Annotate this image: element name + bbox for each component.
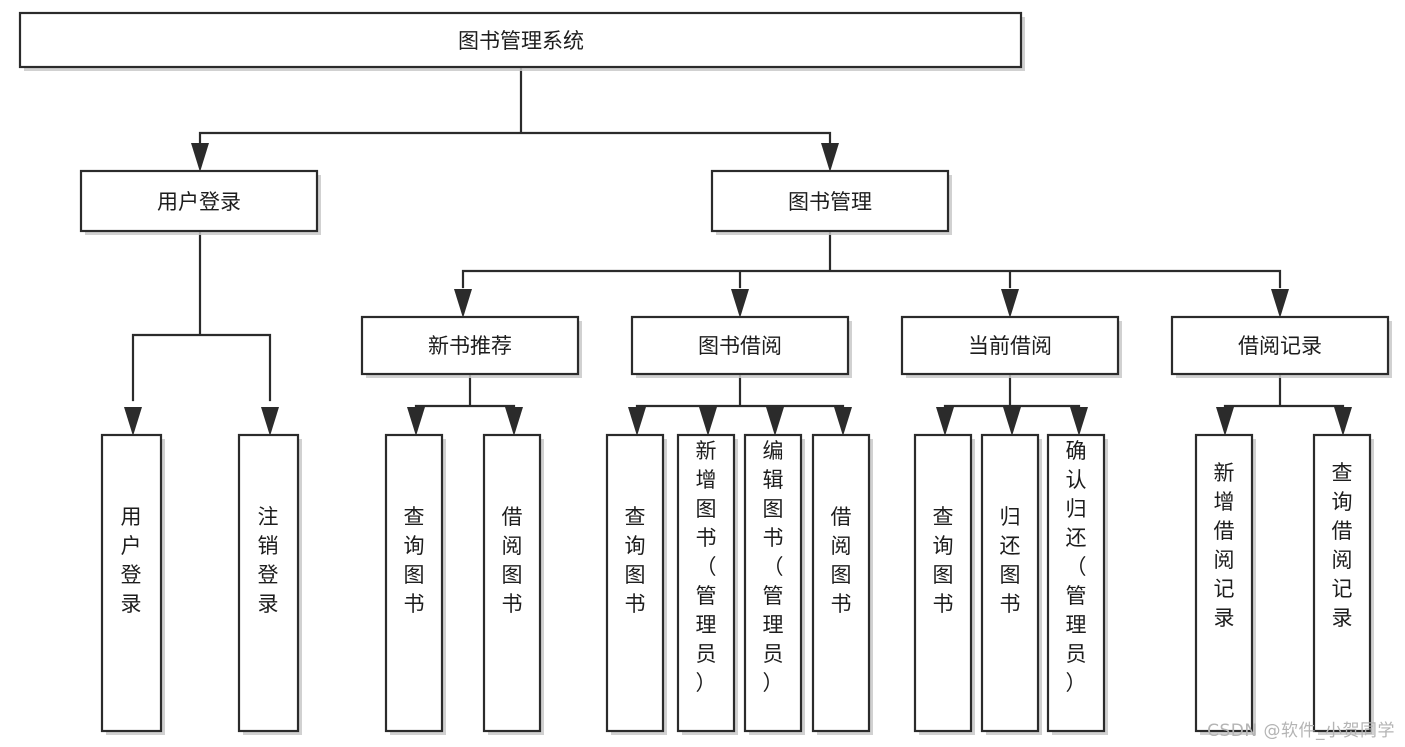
current-borrow-box <box>900 315 1120 376</box>
leaf-label: 查询图书 <box>625 505 646 616</box>
arrow-to-book-manage <box>821 143 839 172</box>
leaf-box <box>1194 433 1254 733</box>
arrow-to-borrow-record <box>1271 289 1289 318</box>
leaf-box <box>913 433 973 733</box>
edge-book-borrow-bus <box>635 372 845 414</box>
arrow-to-user-login-leaf <box>124 407 142 436</box>
arrow-to-book-borrow <box>731 289 749 318</box>
leaf-box <box>980 433 1040 733</box>
leaf-label: 新增借阅记录 <box>1214 461 1235 630</box>
leaf-box <box>676 433 736 733</box>
user-login-label: 用户登录 <box>157 190 241 214</box>
leaf-box <box>482 433 542 733</box>
arrow-cb-leaf-2 <box>1003 407 1021 436</box>
node-book-manage[interactable]: 图书管理 <box>710 169 952 235</box>
arrow-br-leaf-1 <box>1216 407 1234 436</box>
leaf-label: 归还图书 <box>1000 505 1021 616</box>
leaf-box <box>605 433 665 733</box>
leaf-box <box>1312 433 1372 733</box>
book-manage-label: 图书管理 <box>788 190 872 214</box>
edges-layer <box>124 66 1352 436</box>
borrow-record-box <box>1170 315 1390 376</box>
leaf-book-borrow-1[interactable]: 新增图书（管理员） <box>676 433 738 735</box>
arrow-bb-leaf-2 <box>699 407 717 436</box>
book-borrow-box <box>630 315 850 376</box>
leaf-user-login-1[interactable]: 注销登录 <box>237 433 302 735</box>
leaf-new-book-recommend-0[interactable]: 查询图书 <box>384 433 446 735</box>
arrow-br-leaf-2 <box>1334 407 1352 436</box>
edge-user-login-bus <box>131 230 272 402</box>
arrow-nbr-leaf-1 <box>407 407 425 436</box>
node-root[interactable]: 图书管理系统 <box>18 11 1025 71</box>
arrow-bb-leaf-3 <box>766 407 784 436</box>
leaf-box <box>743 433 803 733</box>
leaf-borrow-record-0[interactable]: 新增借阅记录 <box>1194 433 1256 735</box>
user-login-box <box>79 169 319 233</box>
borrow-record-label: 借阅记录 <box>1238 334 1322 358</box>
arrow-to-logout-leaf <box>261 407 279 436</box>
leaf-box <box>811 433 871 733</box>
leaf-current-borrow-2[interactable]: 确认归还（管理员） <box>1046 433 1108 735</box>
edge-root-bus <box>198 66 832 150</box>
leaf-box <box>100 433 163 733</box>
edge-borrow-record-bus <box>1223 372 1345 414</box>
node-borrow-record[interactable]: 借阅记录 <box>1170 315 1392 378</box>
root-box <box>18 11 1023 69</box>
leaf-book-borrow-2[interactable]: 编辑图书（管理员） <box>743 433 805 735</box>
leaf-label: 新增图书（管理员） <box>696 439 717 695</box>
leaf-book-borrow-0[interactable]: 查询图书 <box>605 433 667 735</box>
leaf-label: 注销登录 <box>258 505 279 616</box>
leaf-label: 借阅图书 <box>502 505 523 616</box>
arrow-to-user-login <box>191 143 209 172</box>
node-new-book-recommend[interactable]: 新书推荐 <box>360 315 582 378</box>
leaf-box <box>384 433 444 733</box>
leaf-borrow-record-1[interactable]: 查询借阅记录 <box>1312 433 1374 735</box>
edge-new-book-recommend-bus <box>414 372 516 414</box>
edge-current-borrow-bus <box>943 372 1081 414</box>
book-manage-box <box>710 169 950 233</box>
root-label: 图书管理系统 <box>458 29 584 53</box>
new-book-recommend-label: 新书推荐 <box>428 334 512 358</box>
leaf-label: 用户登录 <box>121 505 142 616</box>
leaf-current-borrow-1[interactable]: 归还图书 <box>980 433 1042 735</box>
leaf-label: 查询图书 <box>933 505 954 616</box>
arrow-nbr-leaf-2 <box>505 407 523 436</box>
leaf-box <box>1046 433 1106 733</box>
leaf-label: 借阅图书 <box>831 505 852 616</box>
node-book-borrow[interactable]: 图书借阅 <box>630 315 852 378</box>
leaf-current-borrow-0[interactable]: 查询图书 <box>913 433 975 735</box>
arrow-to-new-book-recommend <box>454 289 472 318</box>
node-current-borrow[interactable]: 当前借阅 <box>900 315 1122 378</box>
arrow-to-current-borrow <box>1001 289 1019 318</box>
leaf-new-book-recommend-1[interactable]: 借阅图书 <box>482 433 544 735</box>
new-book-recommend-box <box>360 315 580 376</box>
arrow-cb-leaf-1 <box>936 407 954 436</box>
leaf-label: 编辑图书（管理员） <box>763 439 784 695</box>
node-user-login[interactable]: 用户登录 <box>79 169 321 235</box>
book-borrow-label: 图书借阅 <box>698 334 782 358</box>
edge-book-manage-bus <box>461 230 1282 289</box>
arrow-bb-leaf-4 <box>834 407 852 436</box>
leaf-user-login-0[interactable]: 用户登录 <box>100 433 165 735</box>
leaf-box <box>237 433 300 733</box>
leaf-label: 查询图书 <box>404 505 425 616</box>
leaf-label: 确认归还（管理员） <box>1066 439 1087 695</box>
arrow-bb-leaf-1 <box>628 407 646 436</box>
leaf-book-borrow-3[interactable]: 借阅图书 <box>811 433 873 735</box>
current-borrow-label: 当前借阅 <box>968 334 1052 358</box>
arrow-cb-leaf-3 <box>1070 407 1088 436</box>
leaf-label: 查询借阅记录 <box>1332 461 1353 630</box>
